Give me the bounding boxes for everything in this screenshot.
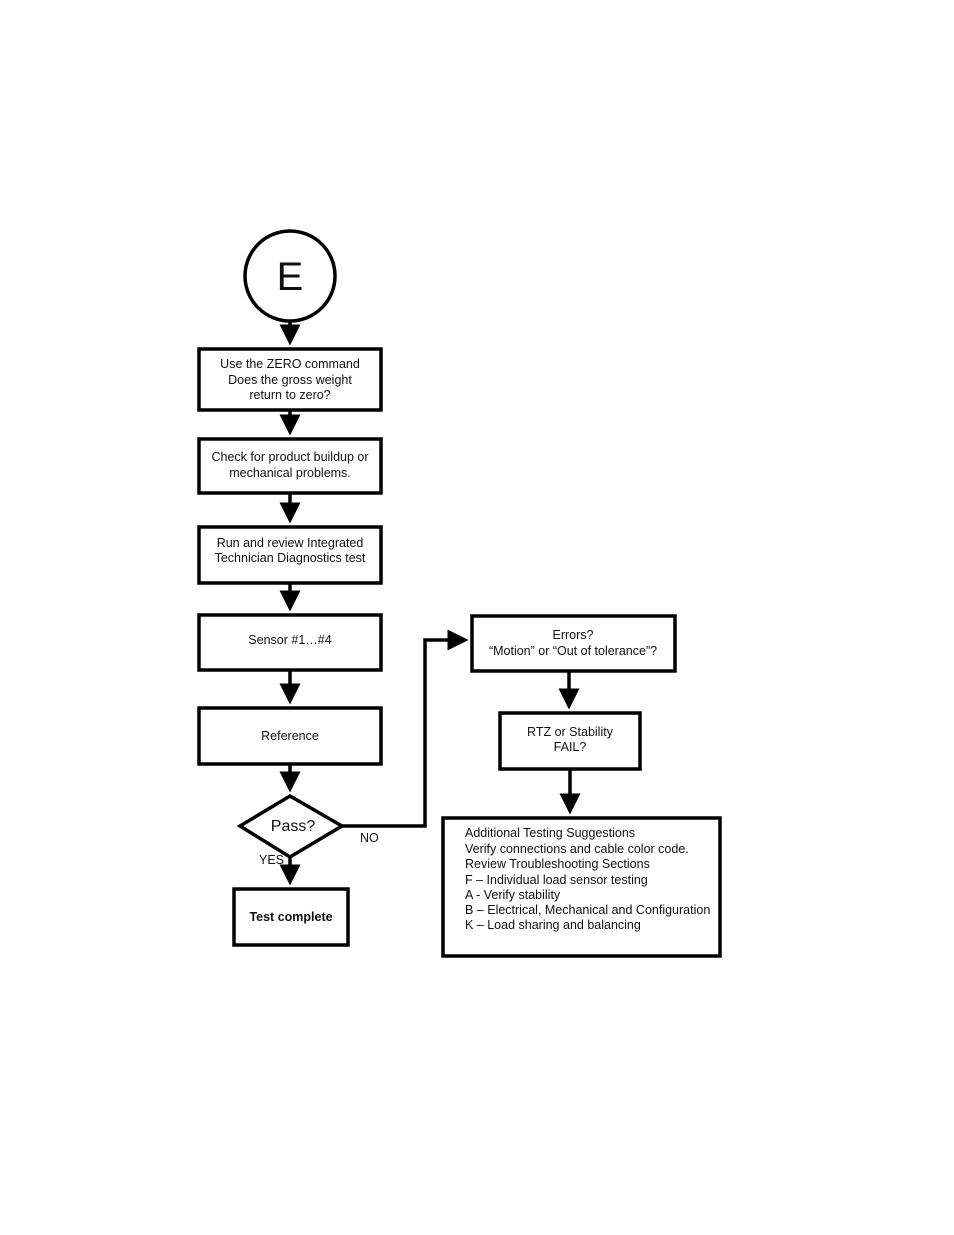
zero-command-step: Use the ZERO command Does the gross weig… bbox=[197, 347, 383, 412]
itd-test-step: Run and review Integrated Technician Dia… bbox=[197, 525, 383, 585]
errors-step-line-1: Errors? bbox=[553, 628, 594, 642]
pass-decision: Pass? bbox=[236, 793, 346, 860]
sensor-step-label: Sensor #1…#4 bbox=[248, 633, 331, 647]
suggestions-line-4: F – Individual load sensor testing bbox=[465, 873, 648, 887]
zero-step-line-1: Use the ZERO command bbox=[220, 357, 360, 371]
suggestions-line-3: Review Troubleshooting Sections bbox=[465, 857, 650, 871]
start-connector: E bbox=[243, 229, 337, 323]
rtz-step-line-1: RTZ or Stability bbox=[527, 725, 614, 739]
pass-decision-label: Pass? bbox=[271, 818, 316, 835]
start-connector-label: E bbox=[277, 255, 304, 299]
suggestions-line-5: A - Verify stability bbox=[465, 888, 561, 902]
reference-step: Reference bbox=[197, 706, 383, 766]
test-complete-label: Test complete bbox=[249, 910, 332, 924]
check-step-line-1: Check for product buildup or bbox=[211, 450, 368, 464]
arrow-pass-no-to-errors bbox=[342, 629, 469, 828]
rtz-step-line-2: FAIL? bbox=[554, 740, 587, 754]
check-buildup-step: Check for product buildup or mechanical … bbox=[197, 437, 383, 495]
reference-step-label: Reference bbox=[261, 729, 319, 743]
rtz-stability-step: RTZ or Stability FAIL? bbox=[498, 711, 642, 771]
suggestions-line-6: B – Electrical, Mechanical and Configura… bbox=[465, 903, 710, 917]
sensor-step: Sensor #1…#4 bbox=[197, 613, 383, 672]
itd-step-line-2: Technician Diagnostics test bbox=[215, 551, 366, 565]
edge-label-yes: YES bbox=[259, 853, 284, 867]
suggestions-line-1: Additional Testing Suggestions bbox=[465, 826, 635, 840]
zero-step-line-3: return to zero? bbox=[249, 388, 330, 402]
zero-step-line-2: Does the gross weight bbox=[228, 373, 352, 387]
errors-step-line-2: “Motion” or “Out of tolerance”? bbox=[489, 644, 657, 658]
check-step-line-2: mechanical problems. bbox=[229, 466, 351, 480]
test-complete-step: Test complete bbox=[232, 887, 350, 947]
suggestions-line-7: K – Load sharing and balancing bbox=[465, 918, 641, 932]
itd-step-line-1: Run and review Integrated bbox=[217, 536, 364, 550]
errors-step: Errors? “Motion” or “Out of tolerance”? bbox=[470, 614, 677, 673]
edge-label-no: NO bbox=[360, 831, 379, 845]
suggestions-box: Additional Testing Suggestions Verify co… bbox=[441, 816, 722, 958]
suggestions-line-2: Verify connections and cable color code. bbox=[465, 842, 689, 856]
